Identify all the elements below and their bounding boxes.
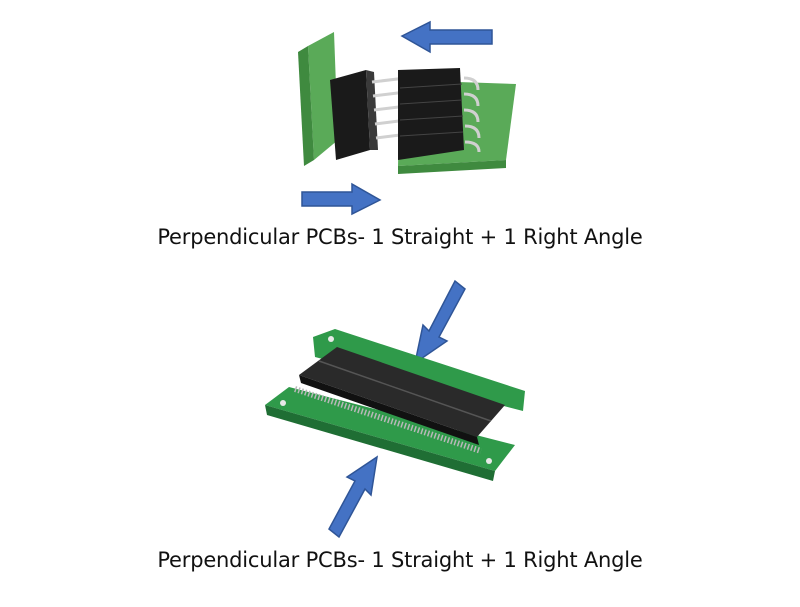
front-pcb <box>265 387 515 471</box>
connector-pins <box>294 386 482 454</box>
perpendicular-headers-illustration <box>280 10 540 220</box>
connector-housing <box>299 347 505 437</box>
vertical-pcb <box>308 32 338 160</box>
arrow-down-left-icon <box>413 279 466 365</box>
figure-caption-bottom: Perpendicular PCBs- 1 Straight + 1 Right… <box>157 548 643 572</box>
back-pcb <box>313 329 525 411</box>
figure-caption-top: Perpendicular PCBs- 1 Straight + 1 Right… <box>157 225 643 249</box>
header-connector-drawing <box>298 20 516 216</box>
right-angle-header-housing <box>398 68 464 160</box>
arrow-left-icon <box>400 20 493 54</box>
straight-header-housing <box>330 70 370 160</box>
arrow-right-icon <box>301 182 382 216</box>
arrow-up-right-icon <box>328 455 379 539</box>
perpendicular-edge-connector-photo <box>255 275 565 545</box>
edge-connector-drawing <box>265 279 525 539</box>
right-angle-header-pins <box>463 76 481 153</box>
